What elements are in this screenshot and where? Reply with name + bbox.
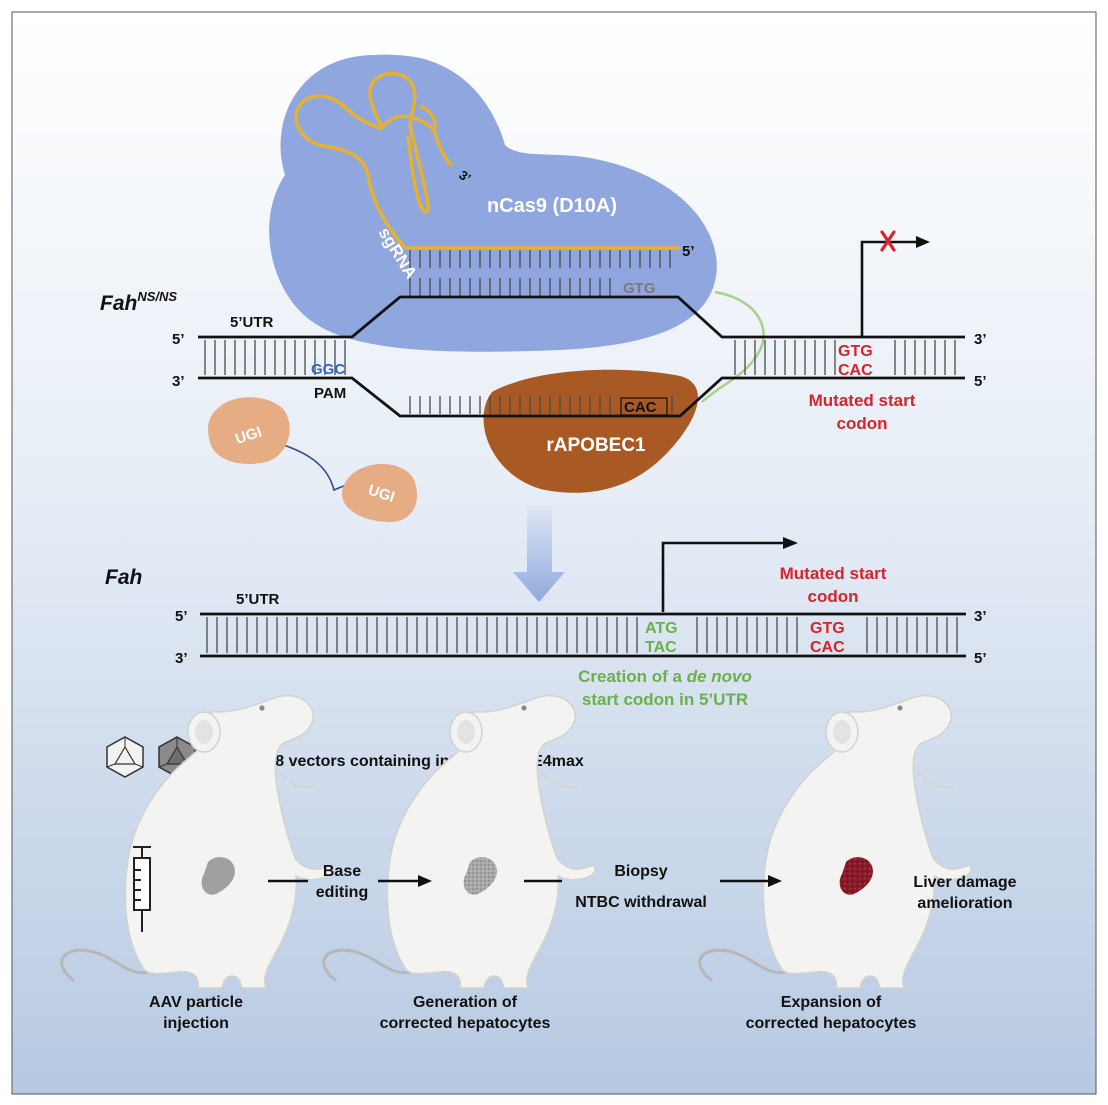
dsdna-rungs-top xyxy=(204,340,956,375)
transition-arrow-icon xyxy=(513,506,565,602)
mid-left-5prime: 5’ xyxy=(175,608,188,625)
step1-label-line1: Base xyxy=(323,863,361,880)
outcome-label-line1: Liver damage xyxy=(913,874,1016,891)
step1-label-line2: editing xyxy=(316,884,368,901)
mid-mutated-start-line2: codon xyxy=(808,587,859,606)
mid-dna-rungs xyxy=(206,617,958,653)
mid-gene-label: Fah xyxy=(105,566,142,589)
new-codon-top: ATG xyxy=(645,620,678,637)
aav-capsid-icon xyxy=(106,736,144,778)
new-tss-arrowhead xyxy=(783,537,798,549)
pam-label: PAM xyxy=(314,385,346,402)
mouse3-caption-line2: corrected hepatocytes xyxy=(746,1015,917,1032)
mouse-1 xyxy=(60,694,335,990)
syringe-icon xyxy=(133,846,151,932)
arrowhead-2 xyxy=(768,875,782,887)
mid-dna-strands xyxy=(200,612,966,658)
target-dna-strands xyxy=(198,295,965,418)
mid-mutated-codon-top: GTG xyxy=(810,620,845,637)
top-mutated-codon-top: GTG xyxy=(838,343,873,360)
mouse-3-liver xyxy=(839,857,873,895)
mouse-3 xyxy=(698,694,973,990)
ugi-protein-1 xyxy=(208,397,290,464)
red-x-icon xyxy=(880,230,896,252)
top-utr-label: 5’UTR xyxy=(230,314,274,331)
mid-right-5prime: 5’ xyxy=(974,650,987,667)
top-mutated-codon-bottom: CAC xyxy=(838,362,873,379)
ncas9-label: nCas9 (D10A) xyxy=(487,195,617,217)
de-novo-line1: Creation of a de novo xyxy=(578,667,752,686)
protospacer-codon: GTG xyxy=(623,280,656,297)
top-left-3prime: 3’ xyxy=(172,373,185,390)
new-codon-bottom: TAC xyxy=(645,639,677,656)
rapobec1-protein xyxy=(483,369,698,493)
top-gene-label: FahNS/NS xyxy=(100,289,177,315)
top-left-5prime: 5’ xyxy=(172,331,185,348)
mouse2-caption-line1: Generation of xyxy=(413,994,518,1011)
blocked-tss-arrowhead xyxy=(916,236,930,248)
blocked-tss-arrow xyxy=(860,240,918,336)
outcome-label-line2: amelioration xyxy=(917,895,1012,912)
mid-utr-label: 5’UTR xyxy=(236,591,280,608)
mouse-2 xyxy=(322,694,597,990)
target-codon-box xyxy=(620,397,668,416)
top-right-3prime: 3’ xyxy=(974,331,987,348)
linker xyxy=(701,290,765,403)
ssdna-rungs-bottom xyxy=(409,396,673,414)
mouse1-caption-line2: injection xyxy=(163,1015,229,1032)
mid-mutated-start-line1: Mutated start xyxy=(780,564,887,583)
de-novo-line2: start codon in 5’UTR xyxy=(582,690,748,709)
step2-label-line1: Biopsy xyxy=(614,863,667,880)
ugi-protein-2 xyxy=(342,463,417,522)
target-codon: CAC xyxy=(624,399,657,416)
sgrna-structure xyxy=(294,71,680,250)
sgrna-5prime-label: 5’ xyxy=(682,243,695,260)
mouse-2-liver xyxy=(463,857,497,895)
sgrna-spacer-rungs xyxy=(409,250,671,296)
mouse-1-liver xyxy=(201,857,235,895)
arrowhead-1 xyxy=(418,875,432,887)
new-tss-arrow xyxy=(661,541,785,612)
top-mutated-start-line2: codon xyxy=(837,414,888,433)
mid-mutated-codon-bottom: CAC xyxy=(810,639,845,656)
mouse1-caption-line1: AAV particle xyxy=(149,994,243,1011)
mid-left-3prime: 3’ xyxy=(175,650,188,667)
top-mutated-start-line1: Mutated start xyxy=(809,391,916,410)
top-right-5prime: 5’ xyxy=(974,373,987,390)
rapobec1-label: rAPOBEC1 xyxy=(546,435,646,456)
mouse2-caption-line2: corrected hepatocytes xyxy=(380,1015,551,1032)
mouse3-caption-line1: Expansion of xyxy=(781,994,882,1011)
pam-codon: GGC xyxy=(311,361,345,378)
mid-right-3prime: 3’ xyxy=(974,608,987,625)
step2-label-line2: NTBC withdrawal xyxy=(575,894,707,911)
